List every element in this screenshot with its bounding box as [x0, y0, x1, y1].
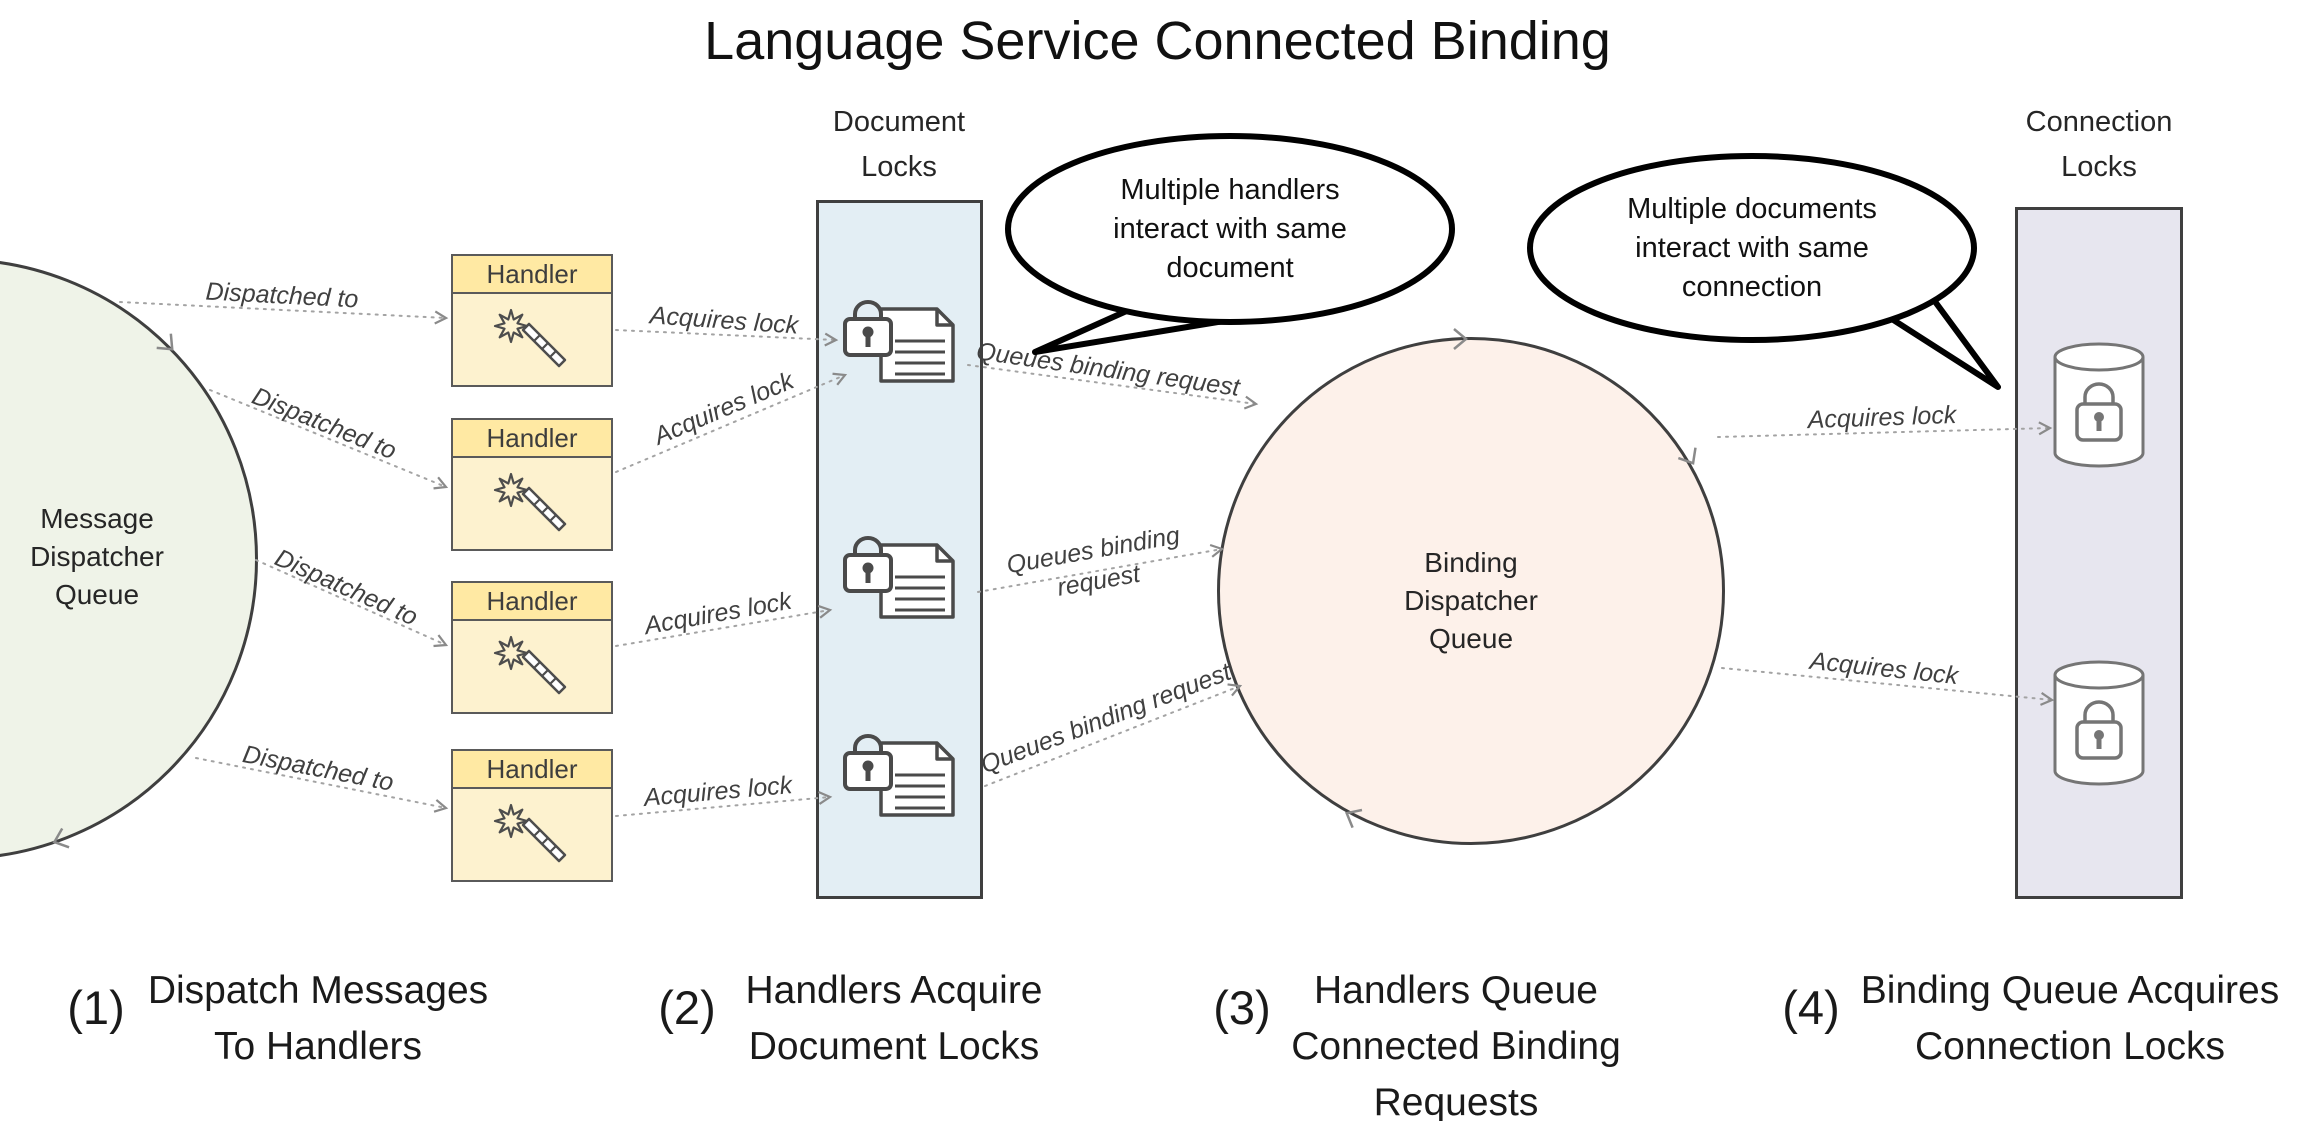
bubble-line: Multiple documents	[1627, 193, 1877, 225]
handler-box-3: Handler	[451, 581, 613, 714]
label-line: Binding	[1424, 547, 1518, 578]
padlock-document-icon	[843, 536, 955, 619]
bubble-line: interact with same	[1635, 232, 1869, 264]
caption-1-number: (1)	[67, 981, 125, 1034]
label-line: Message	[40, 503, 154, 534]
speech-bubble-handlers	[1005, 133, 1455, 355]
handler-box-4: Handler	[451, 749, 613, 882]
magic-wand-icon	[493, 803, 567, 862]
binding-dispatcher-queue-circle	[1217, 337, 1725, 845]
bubble-line: connection	[1681, 271, 1823, 303]
arrow-queues-2	[977, 543, 1225, 593]
handler-box-2: Handler	[451, 418, 613, 551]
bubble-line: interact with same	[1113, 213, 1347, 245]
bubble-line: Multiple handlers	[1120, 174, 1340, 206]
caption-3-number: (3)	[1213, 981, 1271, 1034]
handler-body	[453, 294, 611, 385]
label-line: Locks	[2061, 151, 2137, 183]
arrow-dispatched-3	[255, 559, 449, 648]
chevron	[156, 333, 174, 351]
handler-title: Handler	[453, 751, 611, 789]
speech-bubble-documents-text: Multiple documents interact with same co…	[1627, 190, 1877, 307]
arrow-dispatched-2	[209, 389, 449, 490]
arrow-acquires-doc-2	[615, 372, 848, 473]
caption-line: Binding Queue Acquires	[1860, 969, 2280, 1012]
caption-1-text: Dispatch Messages To Handlers	[148, 963, 488, 1075]
chevron	[1453, 328, 1468, 350]
database-padlock-icon	[2053, 342, 2145, 468]
caption-line: Connection Locks	[1914, 1025, 2226, 1068]
handler-body	[453, 789, 611, 880]
handler-title: Handler	[453, 256, 611, 294]
speech-bubble-body	[1005, 133, 1455, 325]
speech-bubble-documents	[1527, 153, 2001, 390]
caption-4-number: (4)	[1782, 981, 1840, 1034]
handler-box-1: Handler	[451, 254, 613, 387]
padlock-document-icon	[843, 734, 955, 817]
chevron	[52, 827, 70, 849]
magic-wand-icon	[493, 635, 567, 694]
caption-3-text: Handlers Queue Connected Binding Request…	[1291, 963, 1621, 1121]
caption-2-number: (2)	[658, 981, 716, 1034]
caption-2-text: Handlers Acquire Document Locks	[746, 963, 1043, 1075]
arrow-acquires-conn-1	[1717, 421, 2053, 438]
caption-line: Handlers Queue	[1313, 969, 1599, 1012]
bubble-line: document	[1166, 252, 1294, 284]
diagram-title: Language Service Connected Binding	[704, 11, 1611, 71]
arrow-queues-3	[984, 683, 1243, 787]
arrow-dispatched-4	[195, 757, 449, 813]
label-line: Locks	[861, 151, 937, 183]
arrow-acquires-conn-2	[1721, 667, 2055, 706]
magic-wand-icon	[493, 308, 567, 367]
arrow-acquires-doc-1	[615, 329, 839, 347]
label-line: Dispatcher	[30, 541, 164, 572]
magic-wand-icon	[493, 472, 567, 531]
edge-label-acquires-conn-1: Acquires lock	[1807, 400, 1957, 435]
handler-title: Handler	[453, 420, 611, 458]
caption-line: Dispatch Messages	[147, 969, 489, 1012]
connection-locks-title: Connection Locks	[2026, 100, 2173, 190]
label-line: Queue	[54, 579, 140, 610]
label-line: Queue	[1428, 623, 1514, 654]
database-padlock-icon	[2053, 660, 2145, 786]
dotted-arrows	[119, 301, 2055, 817]
speech-bubble-body	[1527, 153, 1977, 343]
speech-bubble-handlers-text: Multiple handlers interact with same doc…	[1113, 171, 1347, 288]
caption-4-text: Binding Queue Acquires Connection Locks	[1861, 963, 2279, 1075]
handler-title: Handler	[453, 583, 611, 621]
arrow-dispatched-1	[119, 301, 449, 325]
binding-dispatcher-queue-label: Binding Dispatcher Queue	[1404, 544, 1538, 658]
arrow-queues-1	[967, 364, 1259, 410]
message-dispatcher-queue-label: Message Dispatcher Queue	[30, 500, 164, 614]
chevron	[1677, 447, 1697, 465]
document-locks-title: Document Locks	[833, 100, 965, 190]
handler-body	[453, 621, 611, 712]
handler-body	[453, 458, 611, 549]
label-line: Connection	[2025, 106, 2173, 138]
label-line: Document	[832, 106, 966, 138]
caption-line: Handlers Acquire	[745, 969, 1043, 1012]
label-line: Dispatcher	[1404, 585, 1538, 616]
chevron	[1344, 808, 1363, 829]
queue-rotation-chevrons	[52, 328, 1697, 849]
caption-line: Requests	[1373, 1081, 1539, 1121]
caption-line: Document Locks	[748, 1025, 1040, 1068]
caption-line: Connected Binding	[1291, 1025, 1621, 1068]
padlock-document-icon	[843, 300, 955, 383]
caption-line: To Handlers	[213, 1025, 423, 1068]
